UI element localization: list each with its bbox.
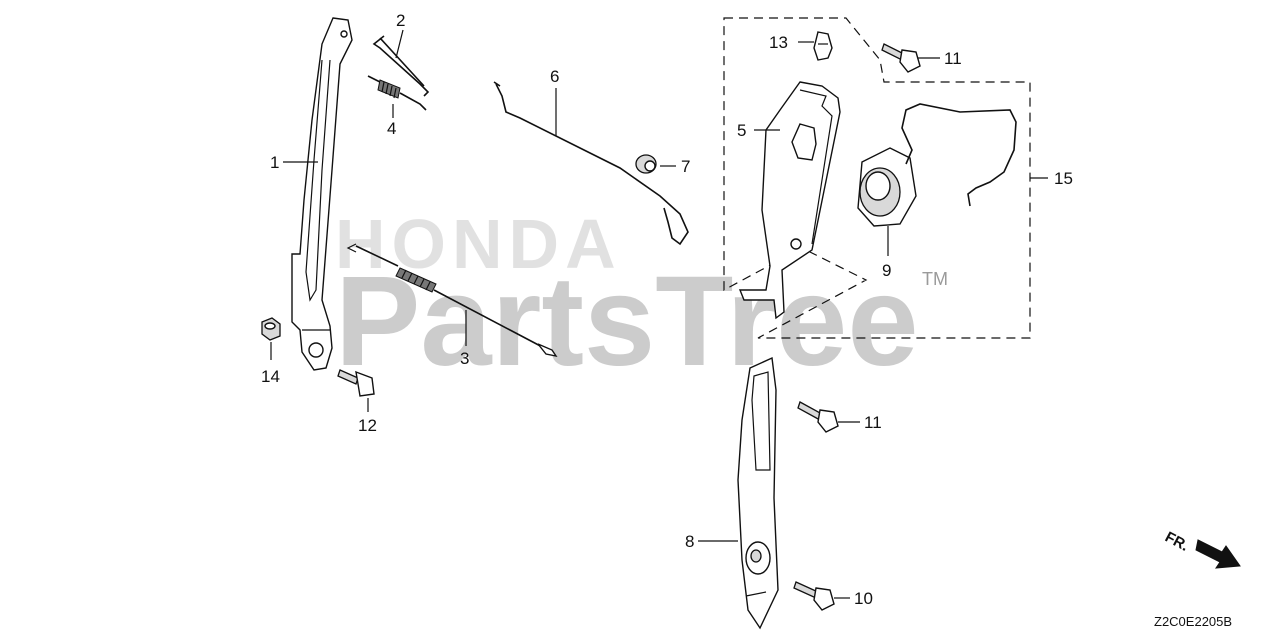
part-2-spring-clip[interactable] — [372, 35, 430, 97]
part-12-bolt[interactable] — [337, 369, 375, 397]
callout-8[interactable]: 8 — [685, 532, 694, 551]
callout-11b[interactable]: 11 — [864, 413, 882, 432]
part-8-cover[interactable] — [737, 356, 779, 630]
part-5-bracket[interactable] — [738, 81, 841, 320]
watermark-site: PartsTree — [335, 250, 919, 393]
callout-10[interactable]: 10 — [854, 589, 873, 608]
part-4-spring[interactable] — [367, 75, 427, 111]
part-13-clip[interactable] — [813, 31, 833, 61]
direction-indicator: FR. — [1162, 529, 1241, 569]
part-1-lever-arm[interactable] — [291, 17, 353, 371]
callout-3[interactable]: 3 — [460, 349, 469, 368]
arrow-right-down-icon — [1195, 539, 1241, 569]
callout-1[interactable]: 1 — [270, 153, 279, 172]
callout-15[interactable]: 15 — [1054, 169, 1073, 188]
watermark-brand: HONDA — [335, 205, 622, 283]
callout-2[interactable]: 2 — [396, 11, 405, 30]
part-10-bolt[interactable] — [793, 581, 835, 611]
part-9-switch[interactable] — [857, 103, 1017, 227]
callout-5[interactable]: 5 — [737, 121, 746, 140]
part-11-bolt-upper[interactable] — [881, 43, 921, 73]
callout-6[interactable]: 6 — [550, 67, 559, 86]
callout-14[interactable]: 14 — [261, 367, 280, 386]
part-6-wire-rod[interactable] — [493, 81, 689, 246]
direction-label: FR. — [1162, 529, 1191, 555]
part-11-bolt-lower[interactable] — [797, 401, 839, 433]
watermark: HONDA PartsTree TM — [335, 205, 948, 393]
callout-11a[interactable]: 11 — [944, 49, 962, 68]
part-14-nut[interactable] — [261, 317, 281, 341]
callout-12[interactable]: 12 — [358, 416, 377, 435]
part-7-grommet[interactable] — [635, 154, 657, 174]
callout-7[interactable]: 7 — [681, 157, 690, 176]
leader-2 — [395, 29, 404, 59]
watermark-tm: TM — [922, 269, 948, 289]
callout-4[interactable]: 4 — [387, 119, 396, 138]
callout-13[interactable]: 13 — [769, 33, 788, 52]
diagram-code: Z2C0E2205B — [1154, 614, 1232, 629]
part-3-control-rod[interactable] — [346, 243, 558, 358]
callout-9[interactable]: 9 — [882, 261, 891, 280]
